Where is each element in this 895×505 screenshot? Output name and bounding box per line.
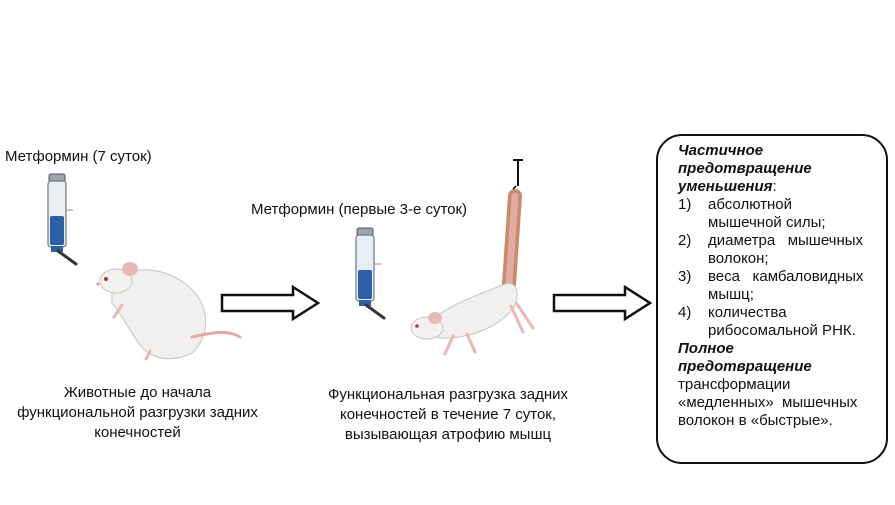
full-heading: Полное предотвращение xyxy=(678,340,876,376)
heading-line: Частичное xyxy=(678,142,764,159)
water-bottle-icon-1 xyxy=(47,173,78,266)
result-box: Частичное предотвращение уменьшения: 1) … xyxy=(656,134,888,464)
stage1-caption: Животные до начала функциональной разгру… xyxy=(10,383,265,443)
heading-line: уменьшения xyxy=(678,178,773,195)
caption-line: Животные до начала xyxy=(63,384,212,401)
list-item-line: абсолютной xyxy=(708,196,792,213)
list-item-number: 4) xyxy=(678,304,692,321)
partial-heading: Частичное предотвращение уменьшения: xyxy=(678,142,876,196)
full-body: трансформации «медленных» мышечных волок… xyxy=(678,376,876,430)
effects-list: 1) абсолютной мышечной силы; 2) диаметра… xyxy=(678,196,876,340)
list-item-number: 2) xyxy=(678,232,692,249)
stage2-caption: Функциональная разгрузка задних конечнос… xyxy=(318,385,578,445)
list-item-line: диаметра мышечных xyxy=(708,232,864,249)
heading-colon: : xyxy=(772,178,777,195)
water-bottle-icon-2 xyxy=(355,227,386,320)
list-item: 1) абсолютной мышечной силы; xyxy=(678,196,876,232)
list-item-number: 3) xyxy=(678,268,692,285)
caption-line: функциональной разгрузки задних xyxy=(17,404,258,421)
list-item: 4) количества рибосомальной РНК. xyxy=(678,304,876,340)
list-item-line: мышц; xyxy=(708,286,754,303)
arrow-right-icon-1 xyxy=(220,284,321,322)
caption-line: конечностей xyxy=(94,424,181,441)
body-line: «медленных» мышечных xyxy=(678,394,858,411)
caption-line: конечностей в течение 7 суток, xyxy=(339,406,557,423)
heading-line: Полное xyxy=(678,340,734,357)
stage2-drug-label: Метформин (первые 3-е суток) xyxy=(251,201,468,218)
arrow-right-icon-2 xyxy=(552,284,653,322)
list-item: 2) диаметра мышечных волокон; xyxy=(678,232,876,268)
list-item-line: веса камбаловидных xyxy=(708,268,864,285)
list-item: 3) веса камбаловидных мышц; xyxy=(678,268,876,304)
rat-standing-icon xyxy=(96,262,242,361)
heading-line: предотвращение xyxy=(678,160,812,177)
stage1-drug-label: Метформин (7 суток) xyxy=(5,148,152,165)
body-line: трансформации xyxy=(678,376,791,393)
list-item-line: рибосомальной РНК. xyxy=(708,322,856,339)
caption-line: Функциональная разгрузка задних xyxy=(327,386,569,403)
list-item-number: 1) xyxy=(678,196,692,213)
list-item-line: мышечной силы; xyxy=(708,214,826,231)
caption-line: вызывающая атрофию мышц xyxy=(344,426,552,443)
heading-line: предотвращение xyxy=(678,358,812,375)
body-line: волокон в «быстрые». xyxy=(678,412,833,429)
rat-suspended-icon xyxy=(410,159,535,356)
list-item-line: волокон; xyxy=(708,250,769,267)
list-item-line: количества xyxy=(708,304,787,321)
